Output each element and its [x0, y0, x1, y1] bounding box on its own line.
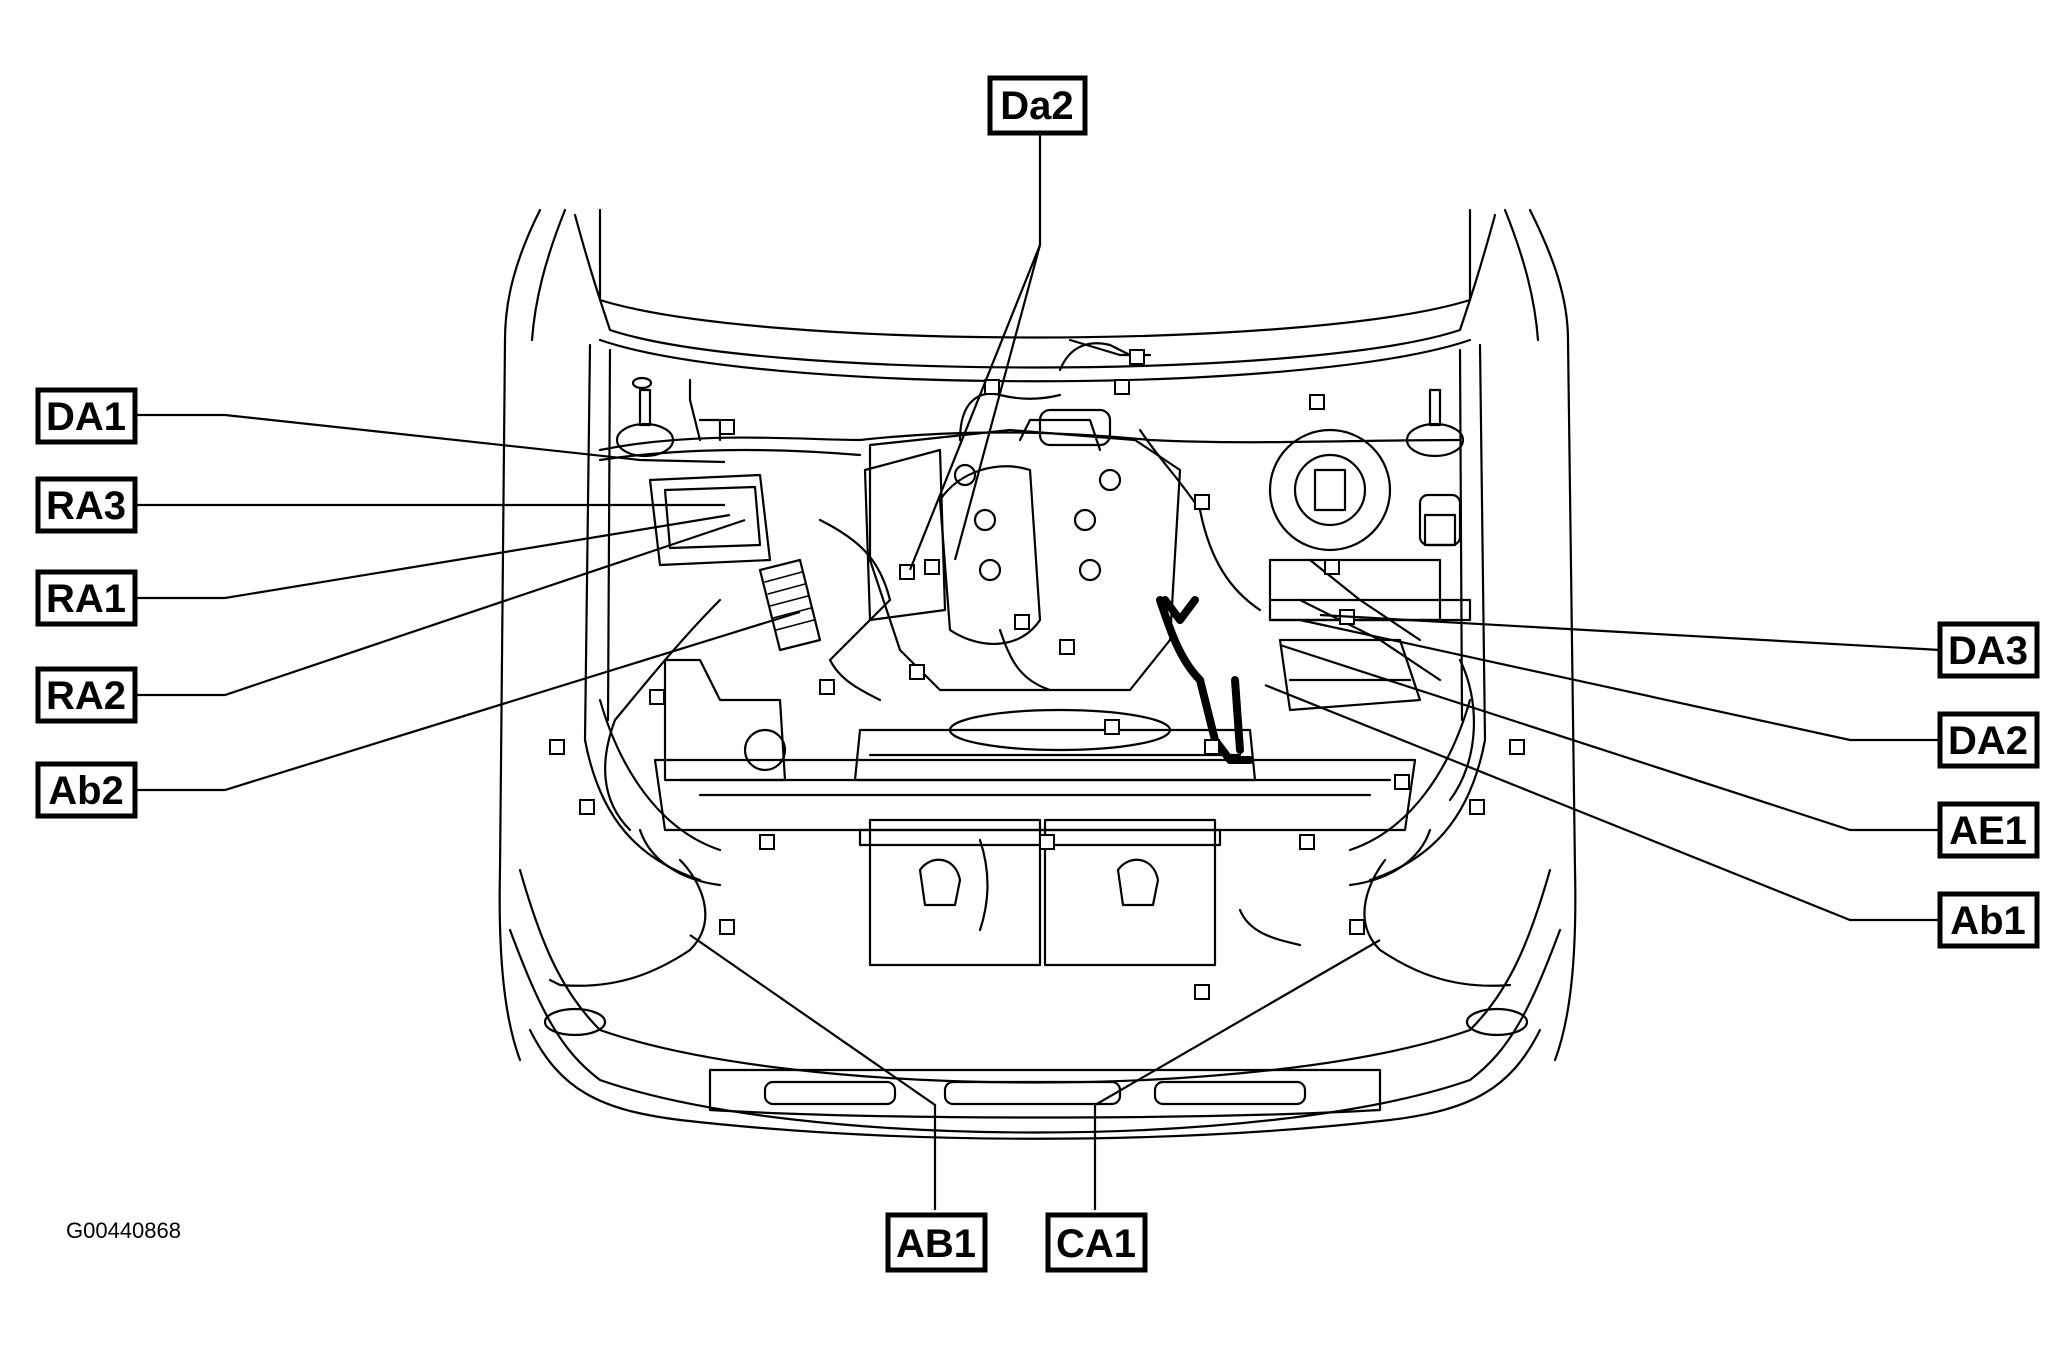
callout-label: Da2: [1000, 84, 1073, 128]
callout-label: DA2: [1948, 719, 2028, 763]
engine-assembly: [615, 376, 1472, 782]
callout-label: Ab2: [48, 769, 124, 813]
leader-lines: [135, 125, 1941, 1210]
callout-ra2: RA2: [35, 666, 138, 724]
callout-label: AE1: [1949, 809, 2027, 853]
callout-ca1: CA1: [1045, 1212, 1148, 1273]
callout-label: RA3: [46, 484, 126, 528]
callout-ab2: Ab2: [35, 761, 138, 819]
callout-ra3: RA3: [35, 476, 138, 534]
callout-ae1: AE1: [1937, 801, 2040, 859]
callout-ab1-right: Ab1: [1937, 891, 2040, 949]
callout-label: DA3: [1948, 629, 2028, 673]
callout-da2-right: DA2: [1937, 711, 2040, 769]
callout-label: CA1: [1056, 1222, 1136, 1266]
callout-ab1-bottom: AB1: [885, 1212, 988, 1273]
callout-label: RA1: [46, 577, 126, 621]
callout-label: DA1: [46, 395, 126, 439]
figure-id: G00440868: [66, 1218, 181, 1243]
callout-ra1: RA1: [35, 569, 138, 627]
callout-da3: DA3: [1937, 621, 2040, 679]
wire-harness: [548, 338, 1525, 1000]
callout-label: RA2: [46, 674, 126, 718]
callout-label: Ab1: [1950, 899, 2026, 943]
callout-da2-top: Da2: [987, 75, 1088, 136]
callout-da1: DA1: [35, 387, 138, 445]
vehicle-body-outline: [498, 208, 1577, 1140]
callout-label: AB1: [896, 1222, 976, 1266]
